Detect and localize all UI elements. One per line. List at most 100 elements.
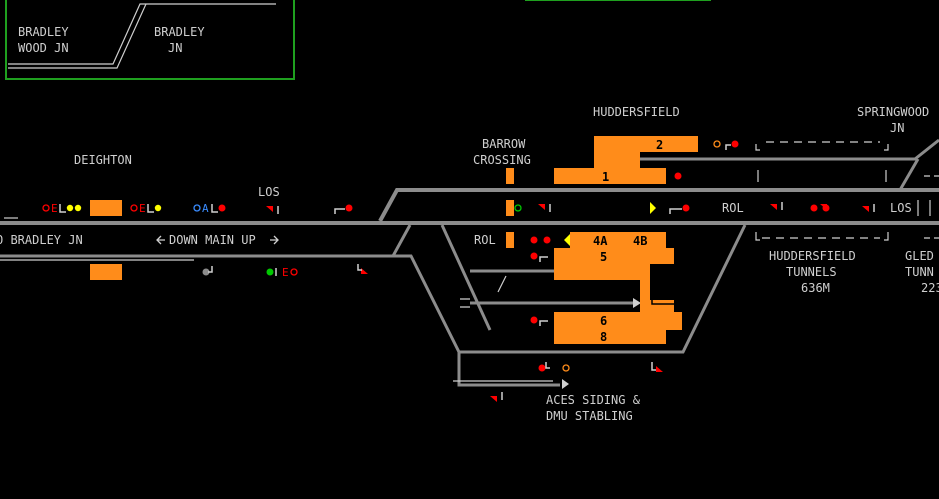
shunt-signal[interactable] (266, 206, 273, 212)
platform-5-label: 5 (600, 250, 607, 264)
signal-group-main (218, 140, 830, 372)
barrow-crossing-label-line1: BARROW (482, 137, 526, 151)
aces-siding-label-line2: DMU STABLING (546, 409, 633, 423)
signal-post (59, 204, 66, 213)
gled-tunnels-label-line3: 223 (921, 281, 939, 295)
signal-head[interactable] (218, 204, 226, 212)
siding-stub (460, 298, 470, 308)
platforms-1-2-block[interactable] (554, 136, 698, 184)
signal-head[interactable] (538, 364, 546, 372)
signal-post (208, 266, 213, 273)
top-status-strip (525, 0, 711, 1)
springwood-label-line2: JN (890, 121, 904, 135)
signal-post (539, 256, 548, 262)
aspect-a-1: A (202, 202, 209, 215)
shunt-signal[interactable] (820, 204, 827, 210)
shunt-signal[interactable] (538, 204, 545, 210)
signal-post (725, 144, 731, 150)
yellow-aspect[interactable] (66, 204, 74, 212)
shunt-signal[interactable] (770, 204, 777, 210)
signal-post (334, 208, 345, 214)
tunnel-marks-mid (757, 170, 887, 182)
signal-head[interactable] (674, 172, 682, 180)
signal-head[interactable] (530, 252, 538, 260)
aspect-ring-blue (193, 204, 201, 212)
platforms-4-8-block[interactable] (554, 232, 682, 344)
signal-post (211, 204, 218, 213)
barrow-crossing-label-line2: CROSSING (473, 153, 531, 167)
signal-post (669, 208, 682, 214)
platform-6-lead-track[interactable] (440, 224, 492, 331)
signal-head[interactable] (731, 140, 739, 148)
signal-head[interactable] (530, 316, 538, 324)
platform-2-label: 2 (656, 138, 663, 152)
aspect-ring (42, 204, 50, 212)
track-circuit-barrow-3[interactable] (506, 232, 514, 248)
right-arrow-icon (270, 235, 279, 245)
gled-boundary-marks (917, 200, 931, 216)
platform-8-label: 8 (600, 330, 607, 344)
green-aspect[interactable] (266, 268, 274, 276)
rol-label-right: ROL (722, 201, 744, 215)
deighton-label: DEIGHTON (74, 153, 132, 167)
aspect-e-1: E (51, 202, 58, 215)
bradley-jn-label-line2: JN (168, 41, 182, 55)
shunt-signal[interactable] (490, 396, 497, 402)
aspect-e-2: E (139, 202, 146, 215)
los-label-left: LOS (258, 185, 280, 199)
tunnel-mark-2 (884, 144, 889, 151)
station-building-icon (651, 269, 679, 305)
yellow-route-arrow-icon (564, 234, 570, 246)
track-circuit-barrow-2[interactable] (506, 200, 514, 216)
aces-siding-track[interactable] (457, 352, 560, 387)
rol-label-left: ROL (474, 233, 496, 247)
gled-tunnels-label-line2: TUNN (905, 265, 934, 279)
shunt-signals (266, 202, 875, 402)
platform-4b-label: 4B (633, 234, 647, 248)
buffer-stop-3-icon (562, 379, 569, 389)
tunnel-mark-4 (884, 232, 889, 241)
yellow-aspect[interactable] (154, 204, 162, 212)
huddersfield-tunnels-label-line2: TUNNELS (786, 265, 837, 279)
track-circuit-barrow-1[interactable] (506, 168, 514, 184)
signal-head[interactable] (543, 236, 551, 244)
los-label-right: LOS (890, 201, 912, 215)
springwood-label-line1: SPRINGWOOD (857, 105, 929, 119)
signal-post (545, 362, 550, 369)
crossover-track-2[interactable] (898, 158, 920, 191)
inset-track-lower (8, 3, 147, 69)
yellow-route-arrow-icon (650, 202, 656, 214)
signal-head[interactable] (530, 236, 538, 244)
signal-post (539, 320, 548, 326)
orange-aspect-ring (562, 364, 570, 372)
yellow-aspect[interactable] (74, 204, 82, 212)
green-aspect-ring (514, 204, 522, 212)
down-main-up-label: DOWN MAIN UP (169, 233, 256, 247)
crossover-track-1[interactable] (391, 224, 412, 257)
bradley-junction-inset (5, 0, 295, 80)
signal-head[interactable] (810, 204, 818, 212)
signal-head[interactable] (345, 204, 353, 212)
bradley-wood-jn-label-line2: WOOD JN (18, 41, 69, 55)
up-main-track[interactable] (378, 188, 939, 222)
aspect-ring (290, 268, 298, 276)
buffer-stop-2-icon (633, 298, 641, 308)
huddersfield-tunnels-label-line3: 636M (801, 281, 830, 295)
siding-diagonal (497, 275, 507, 293)
signal-head[interactable] (682, 204, 690, 212)
track-circuit-deighton[interactable] (90, 200, 122, 216)
platform-6-label: 6 (600, 314, 607, 328)
shunt-signal[interactable] (862, 206, 869, 212)
aspect-ring (130, 204, 138, 212)
huddersfield-tunnels-label-line1: HUDDERSFIELD (769, 249, 856, 263)
tunnel-mark-3 (755, 232, 760, 241)
shunt-signal[interactable] (361, 268, 368, 274)
shunt-signal[interactable] (656, 366, 663, 372)
track-circuit-deighton-lower[interactable] (90, 264, 122, 280)
shunt-post (357, 264, 362, 271)
grey-aspect[interactable] (202, 268, 210, 276)
station-building-dot (657, 284, 663, 290)
shunt-post (651, 362, 656, 371)
platform-2-track[interactable] (640, 138, 939, 161)
